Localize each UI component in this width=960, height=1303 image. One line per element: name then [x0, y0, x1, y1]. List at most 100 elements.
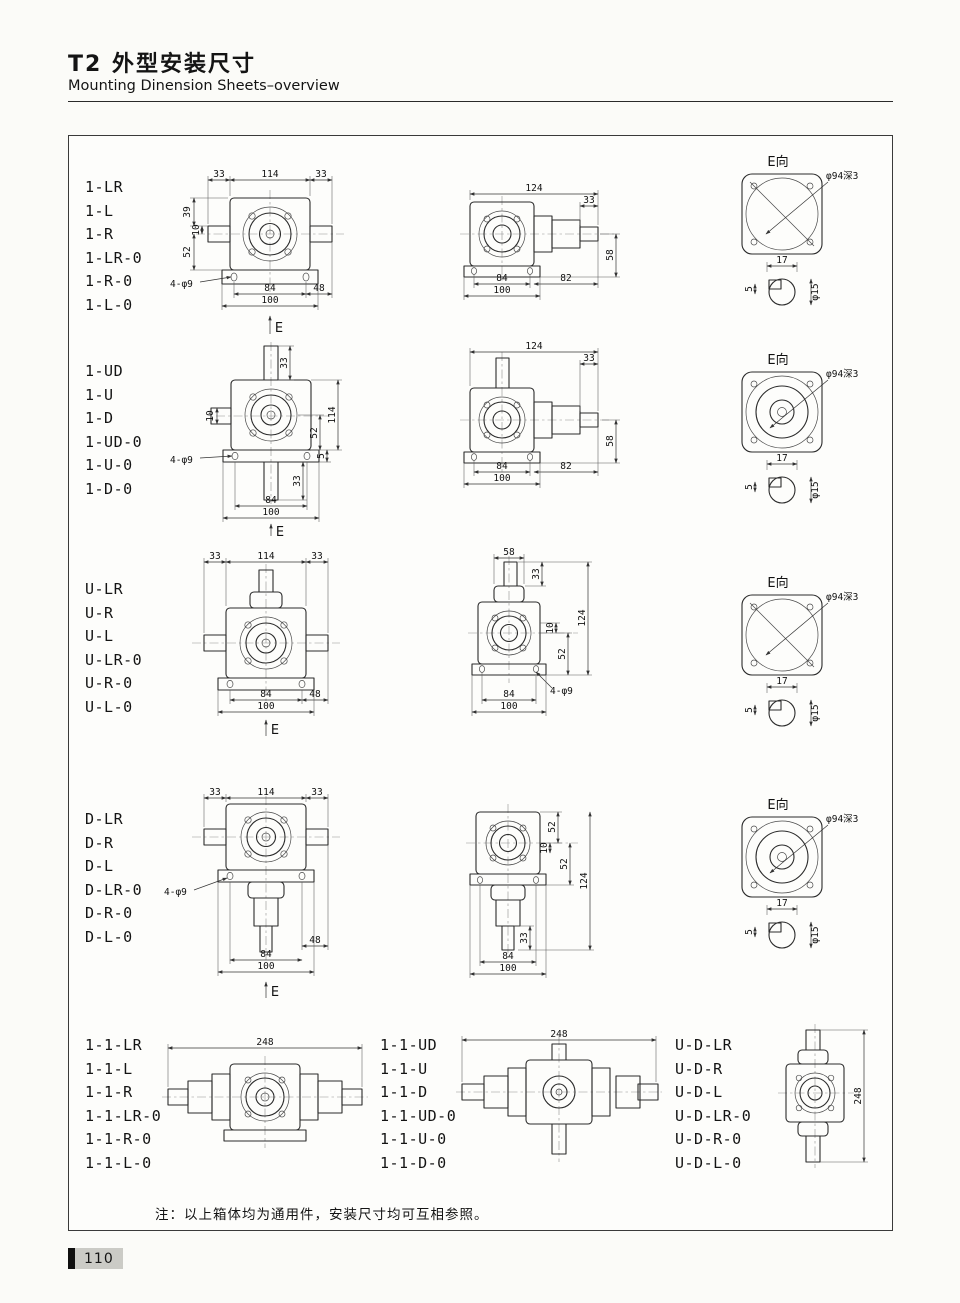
model-label: D-LR — [85, 810, 124, 828]
dim-label: 10 — [191, 224, 202, 236]
model-label: U-L-0 — [85, 697, 133, 716]
dim-label: 33 — [531, 568, 542, 579]
bottom-drawing-1-1-lr: 248 — [162, 1037, 368, 1148]
e-view-title: E向 — [767, 797, 788, 813]
dimensions: 248 — [461, 1029, 657, 1082]
bottom-drawing-u-d: 248 — [778, 1024, 868, 1168]
dim-label: 84 — [265, 495, 277, 506]
dim-label: 114 — [257, 787, 274, 798]
dimensions: 58 33 10 52 124 4-φ9 84 100 — [471, 547, 592, 716]
dim-label: 248 — [550, 1029, 567, 1040]
center-lines — [216, 342, 330, 504]
dimensions: 33 114 33 84 48 100 E — [203, 551, 329, 738]
page-number-band: 110 — [75, 1248, 123, 1269]
dim-label: 82 — [560, 273, 571, 284]
dim-label: 114 — [327, 406, 338, 423]
row1-side-view-drawing: 124 33 58 84 82 100 — [460, 183, 620, 300]
model-label: 1-1-LR — [85, 1036, 143, 1054]
dim-label: 33 — [519, 932, 530, 943]
dimensions: φ94深3 17 — [766, 814, 858, 915]
model-label: 1-1-U-0 — [380, 1130, 447, 1148]
e-view-title: E向 — [767, 575, 788, 591]
dimensions: 52 10 52 124 33 84 100 — [469, 811, 594, 978]
dim-label: 10 — [205, 410, 216, 422]
bolt-note: 4-φ9 — [550, 686, 573, 697]
gearbox-body — [207, 197, 333, 285]
dim-label: 33 — [292, 475, 303, 486]
view-direction-label: E — [275, 321, 283, 336]
shaft-key-detail: 5 φ15 — [744, 921, 821, 949]
dim-label: φ15 — [810, 283, 821, 300]
dim-label: 5 — [744, 929, 755, 935]
dimensions: 248 — [167, 1037, 363, 1087]
center-lines — [778, 1024, 854, 1168]
row1-front-view-drawing: 33 114 33 39 10 52 4-φ9 84 48 100 E — [170, 169, 344, 336]
dimensions: 248 — [820, 1029, 868, 1163]
recess-note: φ94深3 — [826, 592, 858, 603]
model-label: 1-D — [85, 409, 114, 427]
row2-front-view-drawing: 33 114 52 5 33 10 4-φ9 84 100 E — [170, 342, 342, 540]
row1-e-direction-view: E向 φ94深3 17 5 φ15 — [741, 154, 858, 306]
model-label: 1-LR — [85, 178, 124, 196]
dim-label: 33 — [209, 787, 220, 798]
dim-label: 100 — [500, 701, 517, 712]
dim-label: 52 — [559, 858, 570, 869]
flange-face — [741, 594, 823, 676]
dim-label: φ15 — [810, 481, 821, 498]
row4-model-labels: D-LR D-R D-L D-LR-0 D-R-0 D-L-0 — [85, 808, 142, 949]
model-label: U-LR-0 — [85, 650, 143, 669]
dim-label: 33 — [213, 169, 224, 180]
dim-label: 33 — [279, 357, 290, 368]
dim-label: 33 — [583, 195, 594, 206]
dim-label: 100 — [261, 295, 278, 306]
shaft-key-detail: 5 φ15 — [744, 476, 821, 504]
bottom-group2-labels: 1-1-UD 1-1-U 1-1-D 1-1-UD-0 1-1-U-0 1-1-… — [380, 1034, 456, 1175]
dim-label: 58 — [503, 547, 515, 558]
gearbox-body — [203, 569, 329, 691]
model-label: 1-1-D — [380, 1083, 428, 1101]
dim-label: 100 — [493, 285, 510, 296]
page-number-bar — [68, 1248, 75, 1269]
view-direction-label: E — [271, 985, 279, 1000]
model-label: U-D-LR-0 — [675, 1106, 752, 1125]
dim-label: 100 — [257, 961, 274, 972]
shaft-key-detail: 5 φ15 — [744, 278, 821, 306]
model-label: 1-1-R — [85, 1083, 133, 1101]
dim-label: 39 — [182, 206, 193, 218]
sheet-note: 注：以上箱体均为通用件，安装尺寸均可互相参照。 — [155, 1207, 489, 1223]
model-label: D-R — [85, 833, 114, 852]
dim-label: 52 — [547, 821, 558, 832]
dim-label: 48 — [309, 689, 321, 700]
row2-e-direction-view: E向 φ94深3 17 5 φ15 — [741, 352, 858, 504]
dim-label: 100 — [257, 701, 274, 712]
model-label: 1-R-0 — [85, 272, 133, 290]
model-label: D-L — [85, 857, 114, 875]
view-direction-label: E — [276, 525, 284, 540]
center-lines — [192, 564, 340, 702]
model-label: 1-1-UD-0 — [380, 1106, 457, 1125]
dim-label: 84 — [503, 689, 515, 700]
row2-side-view-drawing: 124 33 58 84 82 100 — [460, 341, 620, 488]
dimensions: 124 33 58 84 82 100 — [463, 341, 620, 488]
row3-side-view-drawing: 58 33 10 52 124 4-φ9 84 100 — [468, 547, 592, 716]
model-label: 1-1-L — [85, 1059, 133, 1078]
e-view-title: E向 — [767, 352, 788, 368]
model-label: 1-UD-0 — [85, 432, 143, 451]
dim-label: 17 — [776, 898, 787, 909]
model-label: 1-L-0 — [85, 295, 133, 314]
dim-label: 5 — [744, 286, 755, 292]
dim-label: 52 — [309, 427, 320, 438]
model-label: 1-U-0 — [85, 456, 133, 474]
model-label: 1-UD — [85, 362, 124, 380]
dim-label: 114 — [261, 169, 278, 180]
dim-label: 84 — [496, 461, 508, 472]
bottom-group1-labels: 1-1-LR 1-1-L 1-1-R 1-1-LR-0 1-1-R-0 1-1-… — [85, 1034, 161, 1175]
model-label: U-D-LR — [675, 1036, 733, 1054]
bolt-note: 4-φ9 — [170, 455, 193, 466]
gearbox-body — [210, 345, 320, 501]
model-label: 1-1-L-0 — [85, 1153, 152, 1172]
dim-label: 33 — [311, 787, 322, 798]
row4-front-view-drawing: 33 114 33 4-φ9 48 84 100 E — [164, 787, 340, 1000]
recess-note: φ94深3 — [826, 369, 858, 380]
